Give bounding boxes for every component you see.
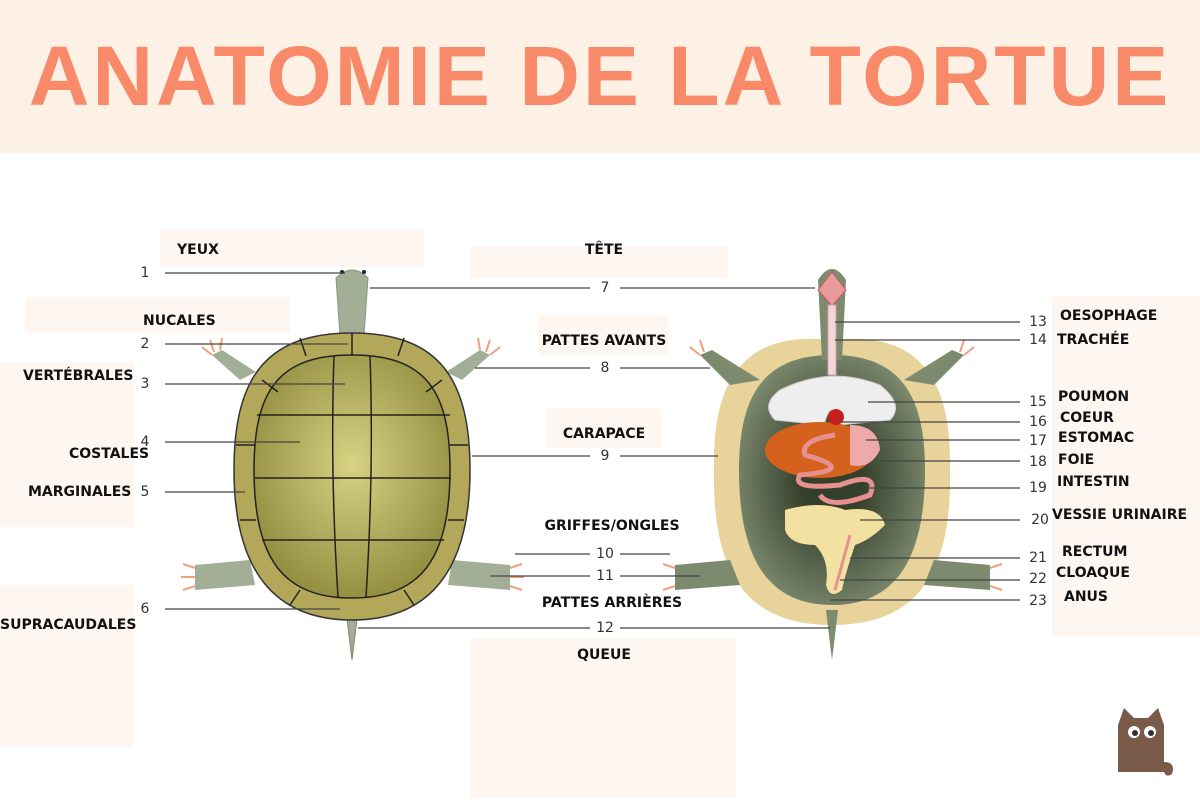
label-bg	[470, 638, 736, 798]
label-pattes-avants: PATTES AVANTS	[541, 333, 667, 349]
number-14: 14	[1029, 332, 1047, 348]
number-10: 10	[596, 546, 614, 562]
label-vessie: VESSIE URINAIRE	[1052, 507, 1188, 523]
number-9: 9	[600, 448, 610, 464]
turtle-internal	[662, 269, 1003, 660]
label-queue: QUEUE	[577, 647, 631, 663]
label-bg	[538, 315, 668, 355]
label-nucales: NUCALES	[143, 313, 216, 329]
number-19: 19	[1029, 480, 1047, 496]
label-marginales: MARGINALES	[28, 484, 132, 500]
label-oesophage: OESOPHAGE	[1060, 308, 1158, 324]
number-22: 22	[1029, 571, 1047, 587]
title-banner: ANATOMIE DE LA TORTUE	[0, 0, 1200, 153]
label-foie: FOIE	[1058, 452, 1095, 468]
label-bg	[0, 362, 134, 527]
label-coeur: COEUR	[1060, 410, 1114, 426]
label-supracaudales: SUPRACAUDALES	[0, 617, 137, 633]
label-bg	[25, 297, 290, 333]
number-3: 3	[140, 376, 150, 392]
label-costales: COSTALES	[69, 446, 150, 462]
number-20: 20	[1031, 512, 1049, 528]
label-bg	[160, 229, 424, 267]
number-23: 23	[1029, 593, 1047, 609]
number-4: 4	[140, 434, 150, 450]
label-yeux: YEUX	[177, 242, 219, 258]
number-13: 13	[1029, 314, 1047, 330]
label-rectum: RECTUM	[1062, 544, 1128, 560]
label-vertebrales: VERTÉBRALES	[23, 368, 134, 384]
label-tete: TÊTE	[584, 242, 624, 258]
label-carapace: CARAPACE	[562, 426, 646, 442]
label-poumon: POUMON	[1058, 389, 1130, 405]
label-intestin: INTESTIN	[1057, 474, 1130, 490]
label-bg	[0, 585, 134, 747]
label-griffes: GRIFFES/ONGLES	[544, 518, 680, 534]
label-anus: ANUS	[1064, 589, 1109, 605]
leader-lines	[165, 272, 1020, 629]
label-bg	[1052, 296, 1200, 636]
label-bg	[546, 408, 661, 448]
number-12: 12	[596, 620, 614, 636]
number-15: 15	[1029, 394, 1047, 410]
number-1: 1	[140, 265, 150, 281]
label-pattes-arrieres: PATTES ARRIÈRES	[541, 595, 683, 611]
number-18: 18	[1029, 454, 1047, 470]
label-estomac: ESTOMAC	[1058, 430, 1135, 446]
label-bg	[470, 246, 728, 278]
label-cloaque: CLOAQUE	[1056, 565, 1130, 581]
number-11: 11	[596, 568, 614, 584]
label-trachee: TRACHÉE	[1057, 332, 1130, 348]
number-17: 17	[1029, 433, 1047, 449]
number-8: 8	[600, 360, 610, 376]
number-7: 7	[600, 280, 610, 296]
number-21: 21	[1029, 550, 1047, 566]
number-2: 2	[140, 336, 150, 352]
number-5: 5	[140, 484, 150, 500]
number-16: 16	[1029, 414, 1047, 430]
cat-logo-icon	[1118, 708, 1173, 776]
number-6: 6	[140, 601, 150, 617]
page-title: ANATOMIE DE LA TORTUE	[28, 29, 1172, 123]
turtle-external	[181, 269, 524, 661]
